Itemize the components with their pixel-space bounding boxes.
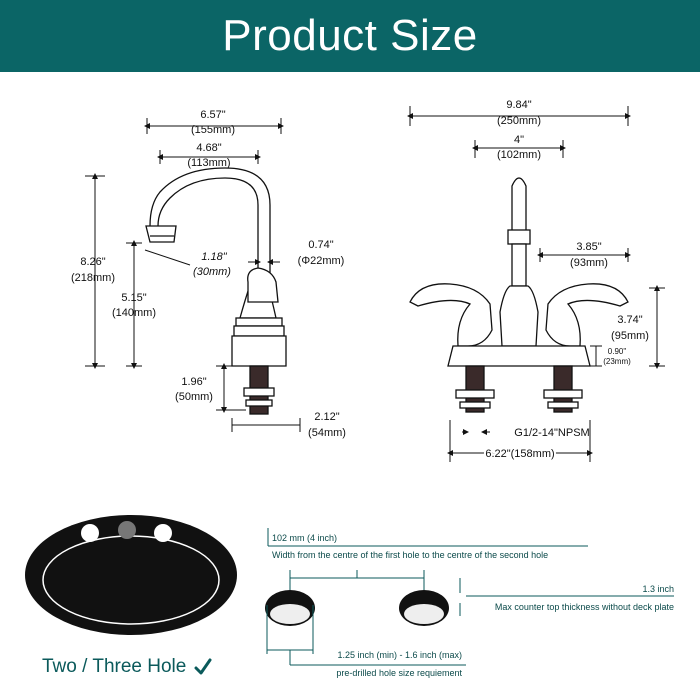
side-base-dim <box>231 418 301 432</box>
side-height-dim <box>85 173 105 369</box>
thickness-desc: Max counter top thickness without deck p… <box>495 602 674 612</box>
front-center-dim <box>472 140 566 158</box>
hole-size-value: 1.25 inch (min) - 1.6 inch (max) <box>337 650 462 660</box>
side-height-label: 8.26" <box>80 256 105 268</box>
hole-caption: Two / Three Hole <box>42 656 212 678</box>
side-aerator-dim <box>144 249 191 266</box>
front-center-label: 4" <box>514 134 524 146</box>
side-reach-label: 4.68" <box>196 142 221 154</box>
front-handle-reach-dim <box>537 248 631 262</box>
front-width-dim <box>407 106 631 126</box>
sink-drawing <box>25 515 237 635</box>
side-spout-height-label: 5.15" <box>121 292 146 304</box>
front-plate-label: 0.90" <box>608 347 627 356</box>
front-handle-reach-label: 3.85" <box>576 241 601 253</box>
front-width-mm-label: (250mm) <box>497 115 541 127</box>
side-height-mm-label: (218mm) <box>71 272 115 284</box>
front-plate-mm-label: (23mm) <box>603 357 631 366</box>
front-thread-label: G1/2-14"NPSM <box>514 427 589 439</box>
thickness-lines <box>459 578 674 616</box>
side-reach-mm-label: (113mm) <box>187 157 230 169</box>
side-width-label: 6.57" <box>200 109 225 121</box>
hole-cross-sections <box>265 590 449 626</box>
front-base-label: 6.22"(158mm) <box>485 448 554 460</box>
hole-spacing-desc: Width from the centre of the first hole … <box>272 550 548 560</box>
side-faucet-drawing <box>145 167 287 415</box>
title-banner: Product Size <box>0 0 700 72</box>
front-handle-height-dim <box>649 285 665 369</box>
side-tube-label: 0.74" <box>308 239 333 251</box>
side-base-mm-label: (54mm) <box>308 427 346 439</box>
side-base-label: 2.12" <box>314 411 339 423</box>
side-shank-label: 1.96" <box>181 376 206 388</box>
front-width-label: 9.84" <box>506 99 531 111</box>
front-plate-dim <box>590 345 602 367</box>
hole-size-lines <box>266 605 466 666</box>
side-shank-dim <box>216 363 246 413</box>
side-reach-dim <box>157 150 261 164</box>
side-shank-mm-label: (50mm) <box>175 391 213 403</box>
side-width-mm-label: (155mm) <box>191 124 235 136</box>
side-aerator-mm-label: (30mm) <box>193 266 231 278</box>
front-handle-height-label: 3.74" <box>617 314 642 326</box>
side-spout-height-mm-label: (140mm) <box>112 307 156 319</box>
front-faucet-drawing <box>409 177 629 413</box>
front-handle-reach-mm-label: (93mm) <box>570 257 608 269</box>
hole-spacing-value: 102 mm (4 inch) <box>272 533 337 543</box>
thickness-value: 1.3 inch <box>642 584 674 594</box>
hole-spacing-lines <box>267 528 588 590</box>
front-base-dim <box>447 420 593 462</box>
page-title: Product Size <box>222 11 478 60</box>
front-handle-height-mm-label: (95mm) <box>611 330 649 342</box>
checkmark-icon <box>194 658 212 675</box>
front-center-mm-label: (102mm) <box>497 149 541 161</box>
hole-size-desc: pre-drilled hole size requiement <box>336 668 462 678</box>
hole-caption-text: Two / Three Hole <box>42 656 187 677</box>
side-tube-mm-label: (Φ22mm) <box>298 255 345 267</box>
side-spout-height-dim <box>126 240 142 369</box>
side-aerator-label: 1.18" <box>201 251 227 263</box>
side-width-dim <box>144 118 284 134</box>
